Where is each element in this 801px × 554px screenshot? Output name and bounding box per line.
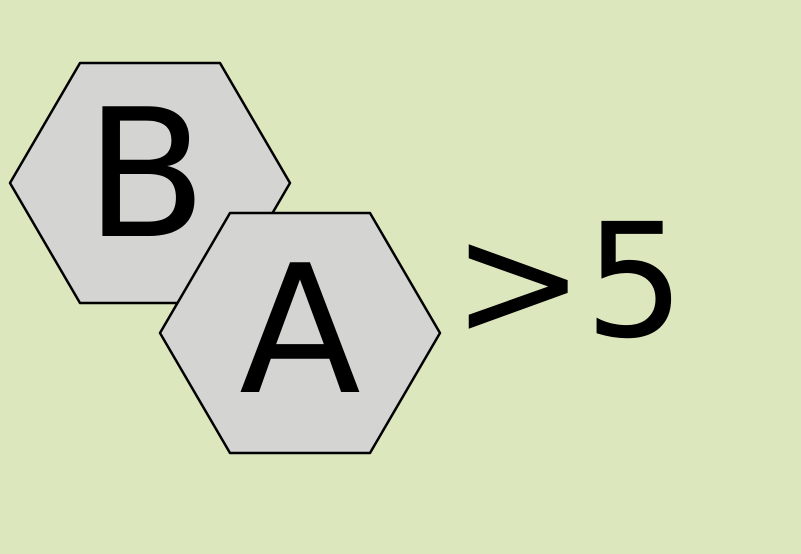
- comparison-label: >5: [452, 190, 685, 374]
- hexagon-a-label: A: [239, 227, 361, 434]
- hexagon-b-label: B: [85, 71, 207, 278]
- hexagon-a: A: [158, 211, 442, 455]
- hexagon-a-shape: [158, 211, 442, 455]
